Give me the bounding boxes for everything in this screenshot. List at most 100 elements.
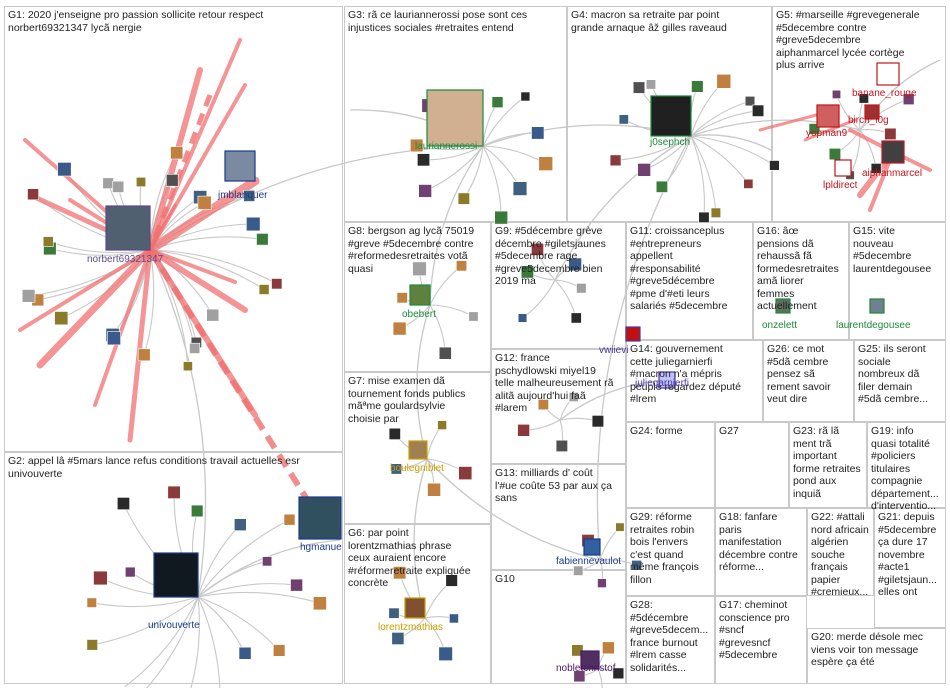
user-avatar-node[interactable] — [243, 190, 256, 202]
user-avatar-node[interactable] — [612, 667, 625, 680]
user-avatar-node[interactable] — [520, 91, 531, 102]
user-avatar-node[interactable] — [86, 639, 98, 651]
user-avatar-node[interactable] — [206, 308, 220, 322]
hub-avatar-j0sephch[interactable] — [650, 95, 692, 137]
user-avatar-node[interactable] — [769, 160, 780, 171]
user-avatar-node[interactable] — [197, 195, 212, 210]
user-avatar-node[interactable] — [568, 392, 579, 402]
user-avatar-node[interactable] — [93, 570, 108, 586]
user-avatar-node[interactable] — [517, 313, 528, 323]
user-avatar-node[interactable] — [57, 162, 72, 177]
user-avatar-node[interactable] — [517, 423, 530, 437]
user-avatar-node[interactable] — [744, 96, 756, 107]
user-avatar-node[interactable] — [751, 104, 765, 117]
user-avatar-node[interactable] — [390, 463, 402, 475]
user-avatar-node[interactable] — [189, 342, 201, 354]
user-avatar-node[interactable] — [170, 146, 184, 160]
user-avatar-node[interactable] — [234, 518, 247, 532]
user-avatar-node[interactable] — [183, 361, 193, 372]
user-avatar-node[interactable] — [125, 566, 136, 578]
user-avatar-node[interactable] — [388, 427, 401, 440]
user-avatar-node[interactable] — [457, 192, 470, 205]
user-avatar-node[interactable] — [391, 632, 405, 645]
hub-avatar-banane_rouge[interactable] — [876, 62, 900, 86]
user-avatar-node[interactable] — [884, 127, 897, 140]
user-avatar-node[interactable] — [272, 644, 286, 657]
user-avatar-node[interactable] — [107, 331, 121, 346]
hub-avatar-laurianner[interactable] — [426, 89, 484, 147]
user-avatar-node[interactable] — [716, 74, 732, 89]
user-avatar-node[interactable] — [388, 607, 400, 619]
hub-avatar-norbert69321347[interactable] — [105, 205, 151, 251]
user-avatar-node[interactable] — [455, 260, 467, 272]
hub-avatar-lorentzmathias[interactable] — [404, 597, 426, 619]
user-avatar-node[interactable] — [449, 613, 459, 624]
user-avatar-node[interactable] — [512, 181, 528, 196]
hub-avatar-obebert[interactable] — [409, 284, 431, 306]
user-avatar-node[interactable] — [609, 154, 622, 167]
hub-avatar-univouverte[interactable] — [153, 552, 199, 598]
hub-avatar-onzelett[interactable] — [775, 298, 791, 314]
user-avatar-node[interactable] — [262, 556, 273, 567]
user-avatar-node[interactable] — [491, 96, 504, 108]
user-avatar-node[interactable] — [312, 596, 327, 611]
user-avatar-node[interactable] — [27, 188, 39, 201]
user-avatar-node[interactable] — [858, 93, 869, 104]
hub-avatar-jmblanquer[interactable] — [224, 150, 256, 182]
user-avatar-node[interactable] — [54, 311, 69, 326]
user-avatar-node[interactable] — [416, 153, 430, 167]
user-avatar-node[interactable] — [568, 257, 582, 272]
user-avatar-node[interactable] — [538, 156, 553, 171]
user-avatar-node[interactable] — [655, 180, 668, 193]
user-avatar-node[interactable] — [418, 184, 432, 198]
user-avatar-node[interactable] — [602, 641, 615, 655]
user-avatar-node[interactable] — [86, 597, 97, 608]
user-avatar-node[interactable] — [412, 261, 427, 276]
user-avatar-node[interactable] — [573, 565, 584, 576]
user-avatar-node[interactable] — [438, 346, 452, 360]
user-avatar-node[interactable] — [256, 233, 269, 246]
user-avatar-node[interactable] — [691, 80, 704, 93]
user-avatar-node[interactable] — [458, 466, 473, 480]
user-avatar-node[interactable] — [615, 522, 625, 532]
hub-avatar-laurentdegousee[interactable] — [869, 298, 885, 314]
hub-avatar-nobletchristof[interactable] — [580, 650, 600, 670]
user-avatar-node[interactable] — [597, 578, 607, 588]
user-avatar-node[interactable] — [531, 126, 545, 140]
user-avatar-node[interactable] — [21, 289, 36, 303]
user-avatar-node[interactable] — [828, 148, 842, 161]
user-avatar-node[interactable] — [870, 163, 882, 174]
hub-avatar-yopman9[interactable] — [816, 104, 840, 128]
user-avatar-node[interactable] — [632, 81, 646, 94]
user-avatar-node[interactable] — [393, 566, 407, 580]
user-avatar-node[interactable] — [409, 138, 424, 153]
user-avatar-node[interactable] — [238, 646, 252, 660]
user-avatar-node[interactable] — [258, 284, 270, 295]
user-avatar-node[interactable] — [808, 123, 821, 135]
user-avatar-node[interactable] — [902, 93, 915, 106]
user-avatar-node[interactable] — [396, 292, 408, 304]
hub-avatar-juliegarnierfi[interactable] — [658, 371, 676, 389]
user-avatar-node[interactable] — [117, 497, 130, 510]
user-avatar-node[interactable] — [112, 180, 125, 193]
user-avatar-node[interactable] — [537, 399, 549, 411]
user-avatar-node[interactable] — [637, 163, 651, 177]
user-avatar-node[interactable] — [102, 177, 114, 189]
user-avatar-node[interactable] — [427, 482, 441, 497]
user-avatar-node[interactable] — [570, 312, 582, 324]
user-avatar-node[interactable] — [555, 439, 568, 453]
user-avatar-node[interactable] — [618, 114, 629, 125]
user-avatar-node[interactable] — [136, 177, 147, 188]
user-avatar-node[interactable] — [576, 283, 587, 294]
user-avatar-node[interactable] — [698, 211, 710, 223]
user-avatar-node[interactable] — [137, 348, 151, 362]
hub-avatar-boulegniblet[interactable] — [408, 440, 428, 460]
user-avatar-node[interactable] — [494, 210, 509, 225]
hub-avatar-hgmanue[interactable] — [298, 496, 342, 540]
user-avatar-node[interactable] — [631, 559, 642, 571]
user-avatar-node[interactable] — [191, 504, 204, 518]
hub-avatar-lpldirect[interactable] — [834, 159, 852, 177]
user-avatar-node[interactable] — [392, 321, 407, 336]
user-avatar-node[interactable] — [438, 646, 453, 661]
hub-avatar-birch_l0g[interactable] — [864, 104, 880, 120]
